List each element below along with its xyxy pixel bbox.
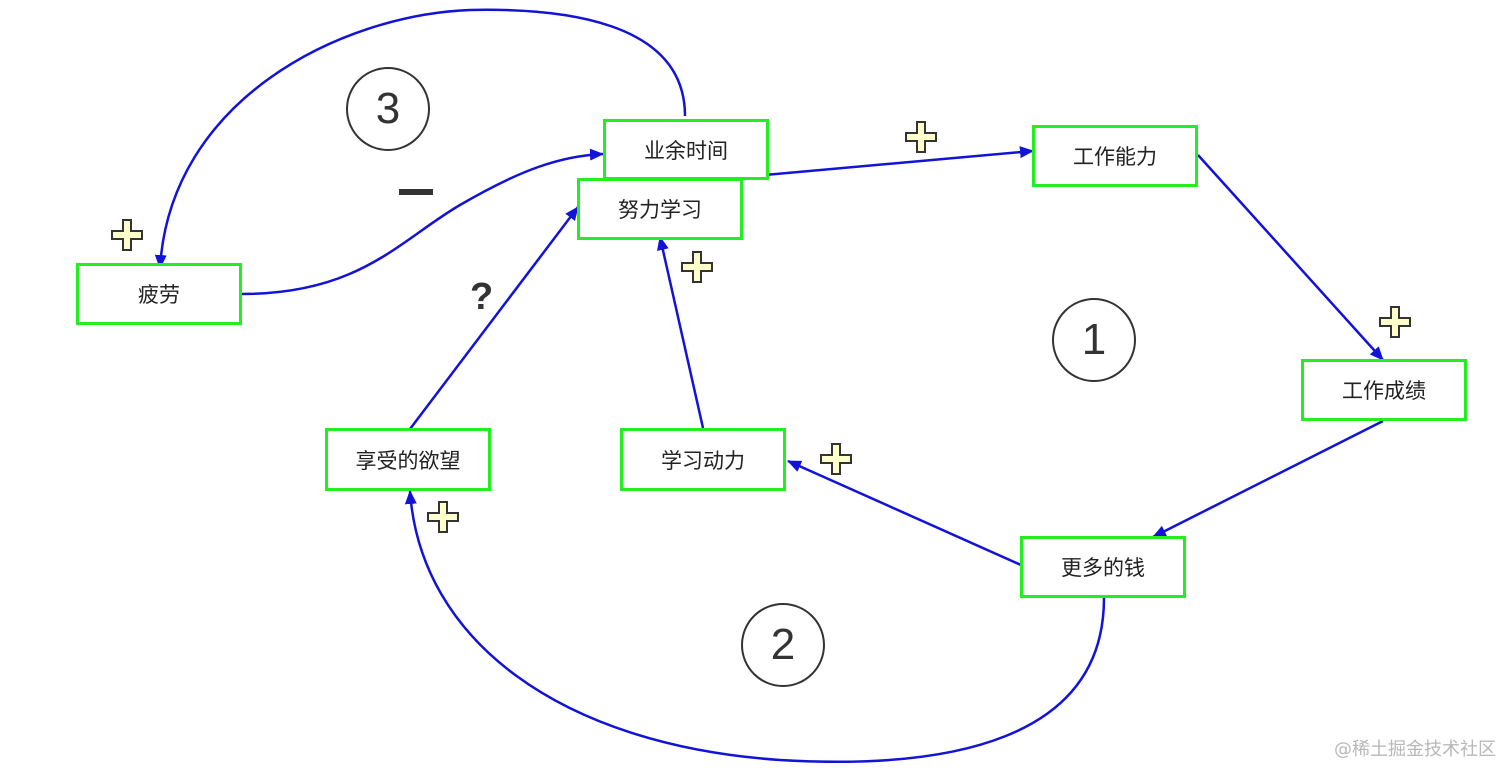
node-study-hard: 努力学习 xyxy=(577,178,743,240)
edge-fatigue-to-sparetime xyxy=(241,148,604,296)
node-more-money: 更多的钱 xyxy=(1020,536,1186,598)
plus-icon xyxy=(427,501,459,533)
plus-icon xyxy=(1379,306,1411,338)
edge-motivation-to-study xyxy=(657,236,705,429)
edge-money-to-motivation xyxy=(787,459,1022,567)
node-desire-enjoy: 享受的欲望 xyxy=(325,428,491,491)
loop-label-2: 2 xyxy=(741,603,825,687)
plus-signs xyxy=(111,121,1411,533)
plus-icon xyxy=(905,121,937,153)
edge-study-to-ability xyxy=(741,146,1034,179)
node-spare-time: 业余时间 xyxy=(603,119,769,180)
edge-money-to-desire xyxy=(404,490,1106,763)
plus-icon xyxy=(111,219,143,251)
node-work-performance: 工作成绩 xyxy=(1301,359,1467,421)
watermark: @稀土掘金技术社区 xyxy=(1334,739,1496,760)
loop-label-3: 3 xyxy=(346,67,430,151)
edge-sparetime-to-fatigue xyxy=(154,8,687,269)
plus-icon xyxy=(820,443,852,475)
edge-ability-to-performance xyxy=(1197,154,1384,361)
question-mark: ? xyxy=(470,276,494,318)
node-fatigue: 疲劳 xyxy=(76,263,242,325)
node-work-ability: 工作能力 xyxy=(1032,125,1198,187)
edge-performance-to-money xyxy=(1152,419,1384,539)
loop-label-1: 1 xyxy=(1052,298,1136,382)
node-study-motivation: 学习动力 xyxy=(620,428,786,491)
minus-icon xyxy=(399,189,433,195)
edge-desire-to-study xyxy=(409,206,579,430)
plus-icon xyxy=(681,251,713,283)
